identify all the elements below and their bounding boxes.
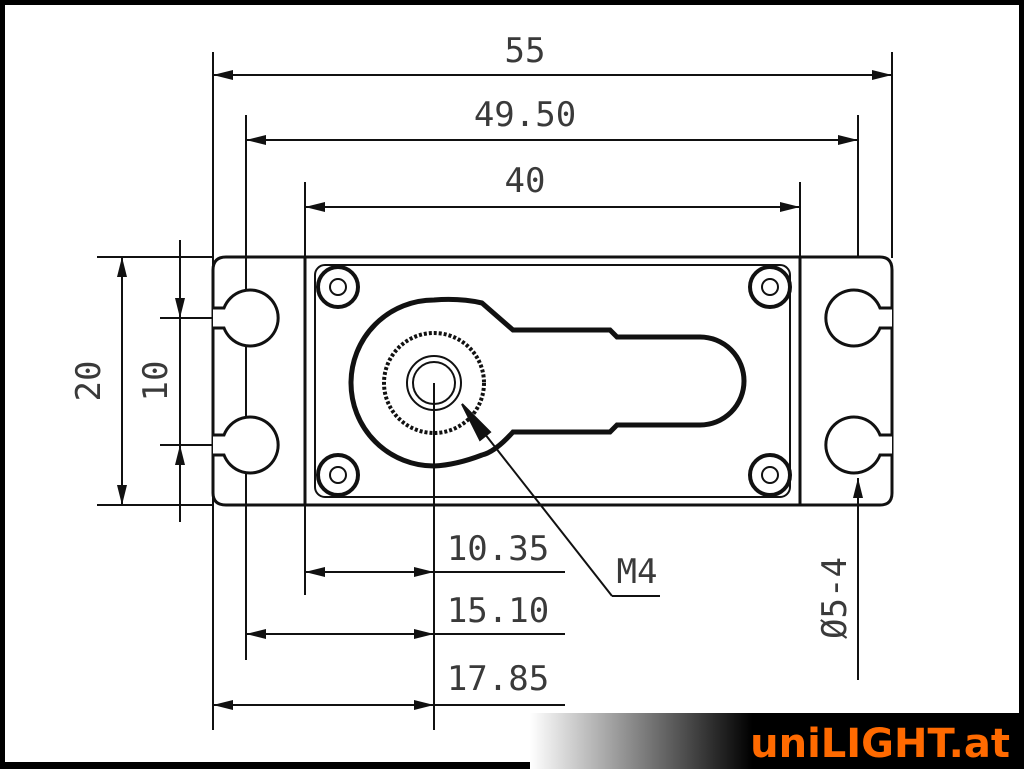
dim-17-85: 17.85 bbox=[447, 659, 549, 699]
dimension-lines bbox=[117, 70, 892, 710]
dim-49-50: 49.50 bbox=[474, 95, 576, 135]
dim-15-10: 15.10 bbox=[447, 591, 549, 631]
dim-20: 20 bbox=[69, 361, 109, 402]
dim-10: 10 bbox=[136, 361, 176, 402]
drawing-sheet bbox=[5, 5, 1019, 762]
logo-bar bbox=[530, 713, 1024, 769]
dim-40: 40 bbox=[505, 161, 546, 201]
screws bbox=[316, 265, 792, 497]
unilight-logo: uniLIGHT.at bbox=[750, 721, 1010, 767]
dim-m4: M4 bbox=[617, 552, 658, 592]
servo-horn bbox=[348, 296, 747, 469]
dim-10-35: 10.35 bbox=[447, 529, 549, 569]
servo-body bbox=[211, 255, 894, 507]
dim-55: 55 bbox=[505, 31, 546, 71]
dim-hole-diameter: Ø5-4 bbox=[815, 557, 855, 639]
